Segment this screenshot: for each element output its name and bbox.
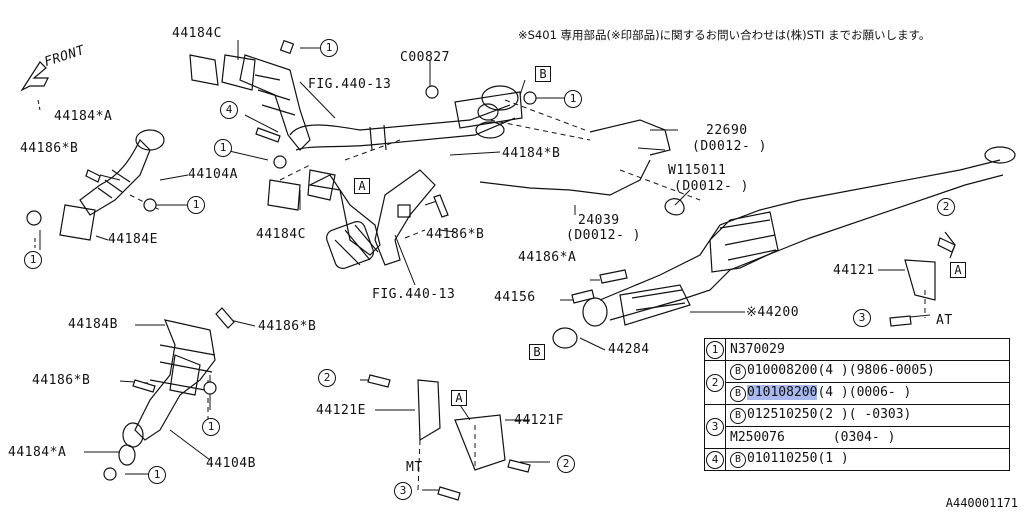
callout-1: 1 bbox=[202, 418, 220, 436]
ref-box-b: B bbox=[535, 66, 551, 82]
table-row[interactable]: 1 N370029 bbox=[704, 338, 1010, 361]
brackets bbox=[417, 231, 956, 471]
callout-4: 4 bbox=[220, 101, 238, 119]
part-label-24039[interactable]: 24039 bbox=[578, 213, 620, 228]
part-label-44186a-star[interactable]: 44186*A bbox=[518, 250, 577, 265]
part-label-44200[interactable]: ※44200 bbox=[746, 305, 800, 320]
part-label-44184b[interactable]: 44184B bbox=[68, 317, 118, 332]
ref-box-a: A bbox=[451, 390, 467, 406]
callout-3: 3 bbox=[394, 482, 412, 500]
bolt-icons bbox=[26, 39, 956, 501]
part-label-44121e[interactable]: 44121E bbox=[316, 403, 366, 418]
ref-box-a: A bbox=[950, 262, 966, 278]
part-number[interactable]: 010110250 bbox=[747, 451, 818, 466]
part-qty: (1 ) bbox=[817, 451, 849, 466]
lower-left-manifold bbox=[118, 319, 216, 466]
callout-3: 3 bbox=[853, 309, 871, 327]
fig-ref-440-13-bottom[interactable]: FIG.440-13 bbox=[372, 287, 456, 302]
front-cat-left bbox=[189, 54, 311, 151]
ref-number: 3 bbox=[706, 417, 724, 436]
fig-ref-440-13-top[interactable]: FIG.440-13 bbox=[308, 77, 392, 92]
callout-1: 1 bbox=[187, 196, 205, 214]
part-label-44186b-star-bottom-right[interactable]: 44186*B bbox=[258, 319, 317, 334]
ref-number: 4 bbox=[706, 450, 724, 469]
table-row[interactable]: M250076 (0304- ) bbox=[705, 426, 1010, 449]
ref-number: 1 bbox=[706, 340, 724, 359]
part-label-44104a[interactable]: 44104A bbox=[188, 167, 238, 182]
callout-2: 2 bbox=[557, 455, 575, 473]
part-label-44184c-top[interactable]: 44184C bbox=[172, 26, 222, 41]
part-range: (0006- ) bbox=[848, 385, 912, 400]
callout-1: 1 bbox=[148, 466, 166, 484]
center-catalyst bbox=[267, 169, 436, 269]
ref-box-b: B bbox=[529, 344, 545, 360]
part-label-44184a-star-bottom[interactable]: 44184*A bbox=[8, 445, 67, 460]
part-label-44156[interactable]: 44156 bbox=[494, 290, 536, 305]
sti-inquiry-note: ※S401 専用部品(※印部品)に関するお問い合わせは(株)STI までお願いし… bbox=[518, 28, 931, 42]
o2-sensor-cables bbox=[479, 119, 685, 216]
mt-label: MT bbox=[406, 460, 423, 475]
front-arrow-icon bbox=[20, 61, 49, 92]
part-number-selected[interactable]: 010108200 bbox=[747, 385, 818, 400]
part-qty: (4 ) bbox=[817, 363, 849, 378]
part-label-44184c-mid[interactable]: 44184C bbox=[256, 227, 306, 242]
part-qty: (4 ) bbox=[817, 385, 849, 400]
part-number[interactable]: 010008200 bbox=[747, 363, 818, 378]
part-label-44121[interactable]: 44121 bbox=[833, 263, 875, 278]
rear-exhaust bbox=[552, 146, 1016, 349]
part-range: ( -0303) bbox=[848, 407, 912, 422]
part-label-44184a-star-left[interactable]: 44184*A bbox=[54, 109, 113, 124]
part-number[interactable]: N370029 bbox=[730, 342, 785, 357]
part-24039-date: (D0012- ) bbox=[566, 228, 641, 243]
b-badge: B bbox=[730, 452, 746, 468]
part-number[interactable]: 012510250 bbox=[747, 407, 818, 422]
part-w115011-date: (D0012- ) bbox=[674, 179, 749, 194]
part-label-44186b-star-bottom-left[interactable]: 44186*B bbox=[32, 373, 91, 388]
callout-1: 1 bbox=[214, 139, 232, 157]
callout-1: 1 bbox=[24, 251, 42, 269]
part-range: (9806-0005) bbox=[848, 363, 935, 378]
part-label-44121f[interactable]: 44121F bbox=[514, 413, 564, 428]
part-label-44186b-star-left[interactable]: 44186*B bbox=[20, 141, 79, 156]
part-label-c00827[interactable]: C00827 bbox=[400, 50, 450, 65]
left-manifold bbox=[59, 129, 165, 241]
part-label-44104b[interactable]: 44104B bbox=[206, 456, 256, 471]
b-badge: B bbox=[730, 408, 746, 424]
b-badge: B bbox=[730, 386, 746, 402]
part-range: (0304- ) bbox=[832, 430, 896, 445]
part-label-44284[interactable]: 44284 bbox=[608, 342, 650, 357]
part-label-22690[interactable]: 22690 bbox=[706, 123, 748, 138]
part-number[interactable]: M250076 bbox=[730, 430, 785, 445]
callout-1: 1 bbox=[320, 39, 338, 57]
ref-number: 2 bbox=[706, 373, 724, 392]
callout-2: 2 bbox=[318, 369, 336, 387]
front-pipe-upper bbox=[289, 85, 523, 151]
ref-box-a: A bbox=[354, 178, 370, 194]
part-label-44184b-star[interactable]: 44184*B bbox=[502, 146, 561, 161]
document-id: A440001171 bbox=[945, 496, 1018, 510]
at-label: AT bbox=[936, 313, 953, 328]
callout-1: 1 bbox=[564, 90, 582, 108]
b-badge: B bbox=[730, 364, 746, 380]
part-label-44186b-star-mid[interactable]: 44186*B bbox=[426, 227, 485, 242]
callout-2: 2 bbox=[937, 198, 955, 216]
part-label-44184e[interactable]: 44184E bbox=[108, 232, 158, 247]
part-qty: (2 ) bbox=[817, 407, 849, 422]
part-22690-date: (D0012- ) bbox=[692, 139, 767, 154]
part-label-w115011[interactable]: W115011 bbox=[668, 163, 727, 178]
